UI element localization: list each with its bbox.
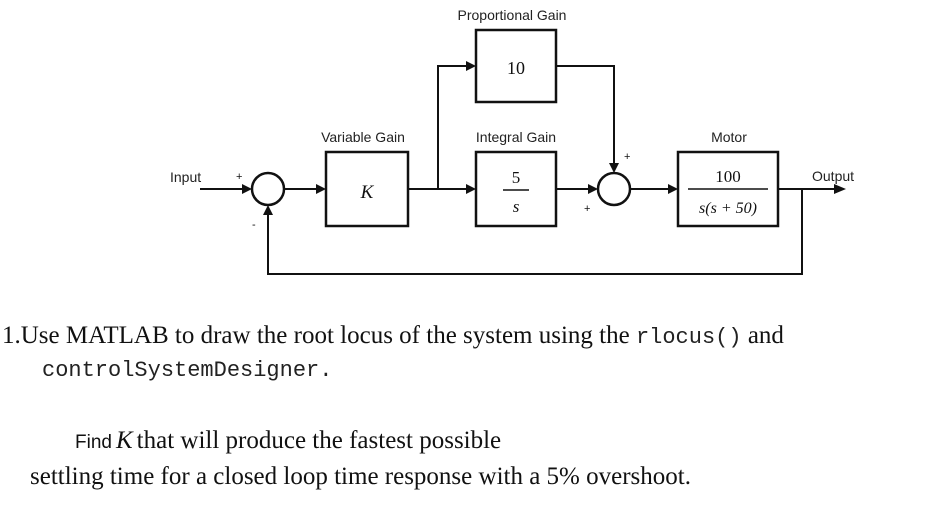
block-diagram: Proportional Gain 10 Variable Gain K Int… bbox=[170, 7, 854, 275]
arrow-to-k bbox=[316, 184, 326, 194]
integral-gain-label: Integral Gain bbox=[476, 129, 556, 145]
sum1-input-sign: + bbox=[236, 171, 242, 183]
integral-gain-denominator: s bbox=[513, 197, 520, 216]
summing-junction-2 bbox=[596, 171, 632, 207]
summing-junction-1 bbox=[250, 171, 286, 207]
arrow-into-sum2-top bbox=[609, 163, 619, 173]
integral-gain-block bbox=[474, 150, 558, 228]
input-arrow bbox=[242, 184, 252, 194]
sum1-feedback-sign: - bbox=[252, 219, 256, 231]
arrow-to-proportional bbox=[466, 61, 476, 71]
variable-gain-label: Variable Gain bbox=[321, 129, 405, 145]
proportional-gain-value: 10 bbox=[507, 58, 525, 78]
find-word: Find bbox=[75, 432, 112, 453]
question-last-line: settling time for a closed loop time res… bbox=[30, 463, 691, 490]
question-find-line: Find K that will produce the fastest pos… bbox=[75, 427, 943, 455]
arrow-into-sum2-left bbox=[588, 184, 598, 194]
question-line-1: 1.Use MATLAB to draw the root locus of t… bbox=[0, 322, 943, 350]
wire-branch-to-proportional bbox=[437, 65, 468, 189]
question-text: 1.Use MATLAB to draw the root locus of t… bbox=[0, 322, 943, 491]
arrow-to-integral bbox=[466, 184, 476, 194]
control-system-designer-code: controlSystemDesigner. bbox=[42, 358, 333, 383]
integral-gain-numerator: 5 bbox=[512, 168, 521, 187]
sum2-left-sign: + bbox=[584, 203, 590, 215]
find-variable-k: K bbox=[115, 427, 133, 454]
motor-label: Motor bbox=[711, 129, 747, 145]
variable-gain-value: K bbox=[360, 182, 375, 203]
feedback-wire bbox=[267, 189, 803, 275]
motor-numerator: 100 bbox=[715, 167, 741, 186]
rlocus-code: rlocus() bbox=[635, 325, 742, 350]
output-label: Output bbox=[812, 168, 854, 184]
feedback-arrow bbox=[263, 205, 273, 215]
motor-denominator: s(s + 50) bbox=[699, 200, 757, 217]
wire-proportional-to-sum2 bbox=[556, 65, 615, 165]
find-rest: that will produce the fastest possible bbox=[136, 427, 502, 454]
input-label: Input bbox=[170, 169, 201, 185]
variable-gain-block bbox=[324, 150, 410, 228]
arrow-to-motor bbox=[668, 184, 678, 194]
output-arrow bbox=[834, 184, 846, 194]
question-line-1-prefix: 1.Use MATLAB to draw the root locus of t… bbox=[2, 322, 630, 349]
proportional-gain-label: Proportional Gain bbox=[458, 7, 567, 23]
question-line-1-suffix: and bbox=[747, 322, 784, 349]
sum2-top-sign: + bbox=[624, 151, 630, 163]
